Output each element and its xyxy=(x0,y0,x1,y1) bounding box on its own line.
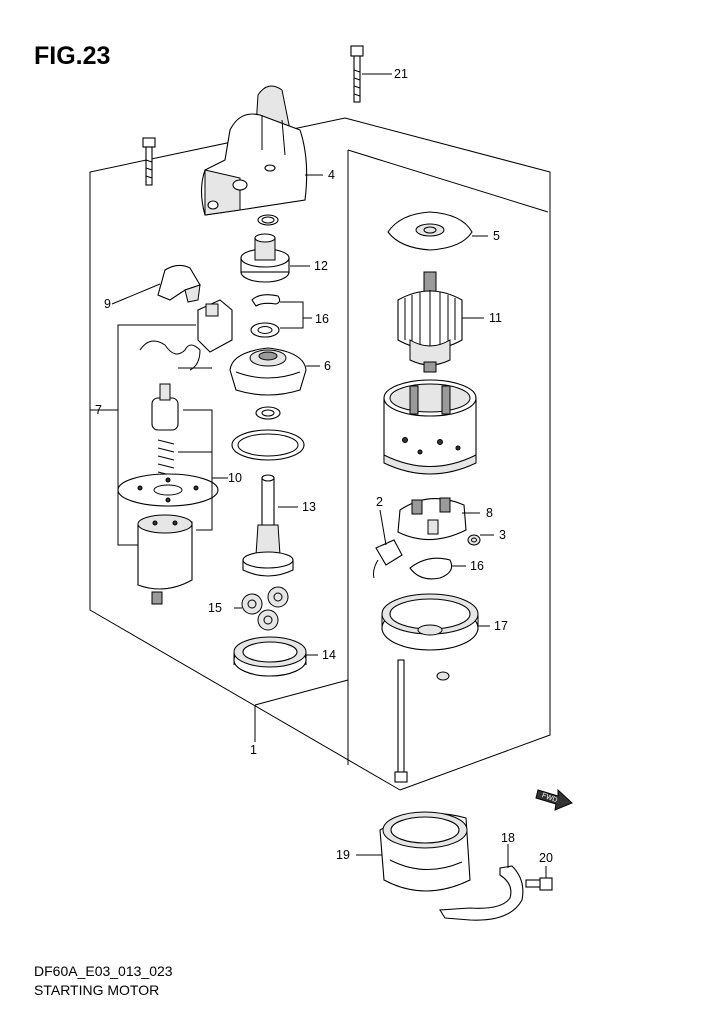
washer-mid xyxy=(255,406,281,420)
assembly-frame xyxy=(89,117,551,791)
yoke-housing xyxy=(383,379,477,475)
callout-13: 13 xyxy=(302,500,316,514)
shaft-part-13 xyxy=(242,474,294,577)
callout-4: 4 xyxy=(328,168,335,182)
diagram-code: DF60A_E03_013_023 xyxy=(34,963,173,979)
ring-gear-part-14 xyxy=(233,636,307,677)
callout-20: 20 xyxy=(539,851,553,865)
pinion-gear-part-12 xyxy=(240,233,290,283)
callout-14: 14 xyxy=(322,648,336,662)
end-cover-part-17 xyxy=(381,593,479,651)
callout-7: 7 xyxy=(95,403,102,417)
magnetic-switch-group-part-7 xyxy=(117,299,233,605)
gear-cover-part-6 xyxy=(229,347,307,396)
callout-2: 2 xyxy=(376,495,383,509)
callout-15: 15 xyxy=(208,601,222,615)
planetary-gears-part-15 xyxy=(241,586,289,631)
o-ring-upper xyxy=(257,214,279,226)
band-part-18 xyxy=(439,865,524,921)
callout-16-lower: 16 xyxy=(470,559,484,573)
callout-numbers: 21 4 5 12 9 16 11 6 7 10 2 13 8 3 16 15 … xyxy=(95,67,553,865)
callout-1: 1 xyxy=(250,743,257,757)
callout-10: 10 xyxy=(228,471,242,485)
plate-part-16-lower xyxy=(409,557,453,580)
callout-19: 19 xyxy=(336,848,350,862)
callout-leaders xyxy=(105,73,547,878)
plate-part-5 xyxy=(387,211,473,251)
callout-9: 9 xyxy=(104,297,111,311)
callout-12: 12 xyxy=(314,259,328,273)
drive-housing-part-4 xyxy=(200,85,308,216)
callout-21: 21 xyxy=(394,67,408,81)
armature-part-11 xyxy=(397,271,463,373)
shift-lever-part-9 xyxy=(157,264,201,303)
callout-16-upper: 16 xyxy=(315,312,329,326)
callout-11: 11 xyxy=(489,311,502,325)
bolt-part-21 xyxy=(350,45,364,103)
callout-6: 6 xyxy=(324,359,331,373)
diagram-name: STARTING MOTOR xyxy=(34,982,160,998)
bolt-part-20 xyxy=(525,877,553,891)
brush-holder-part-8 xyxy=(397,497,467,541)
callout-18: 18 xyxy=(501,831,515,845)
callout-8: 8 xyxy=(486,506,493,520)
lead-wire-part-2 xyxy=(373,539,403,579)
through-bolt xyxy=(394,659,408,783)
small-nut xyxy=(436,671,450,681)
gasket-ring xyxy=(231,429,305,461)
bolt-left xyxy=(142,137,156,186)
callout-17: 17 xyxy=(494,619,508,633)
nut-part-3 xyxy=(467,534,481,546)
figure-title: FIG.23 xyxy=(34,42,111,70)
cushion-part-19 xyxy=(379,811,471,892)
callout-brackets-left xyxy=(117,324,228,546)
callout-3: 3 xyxy=(499,528,506,542)
fwd-arrow-icon: FWD xyxy=(535,788,573,811)
clip-washer-part-16 xyxy=(250,294,281,338)
callout-5: 5 xyxy=(493,229,500,243)
